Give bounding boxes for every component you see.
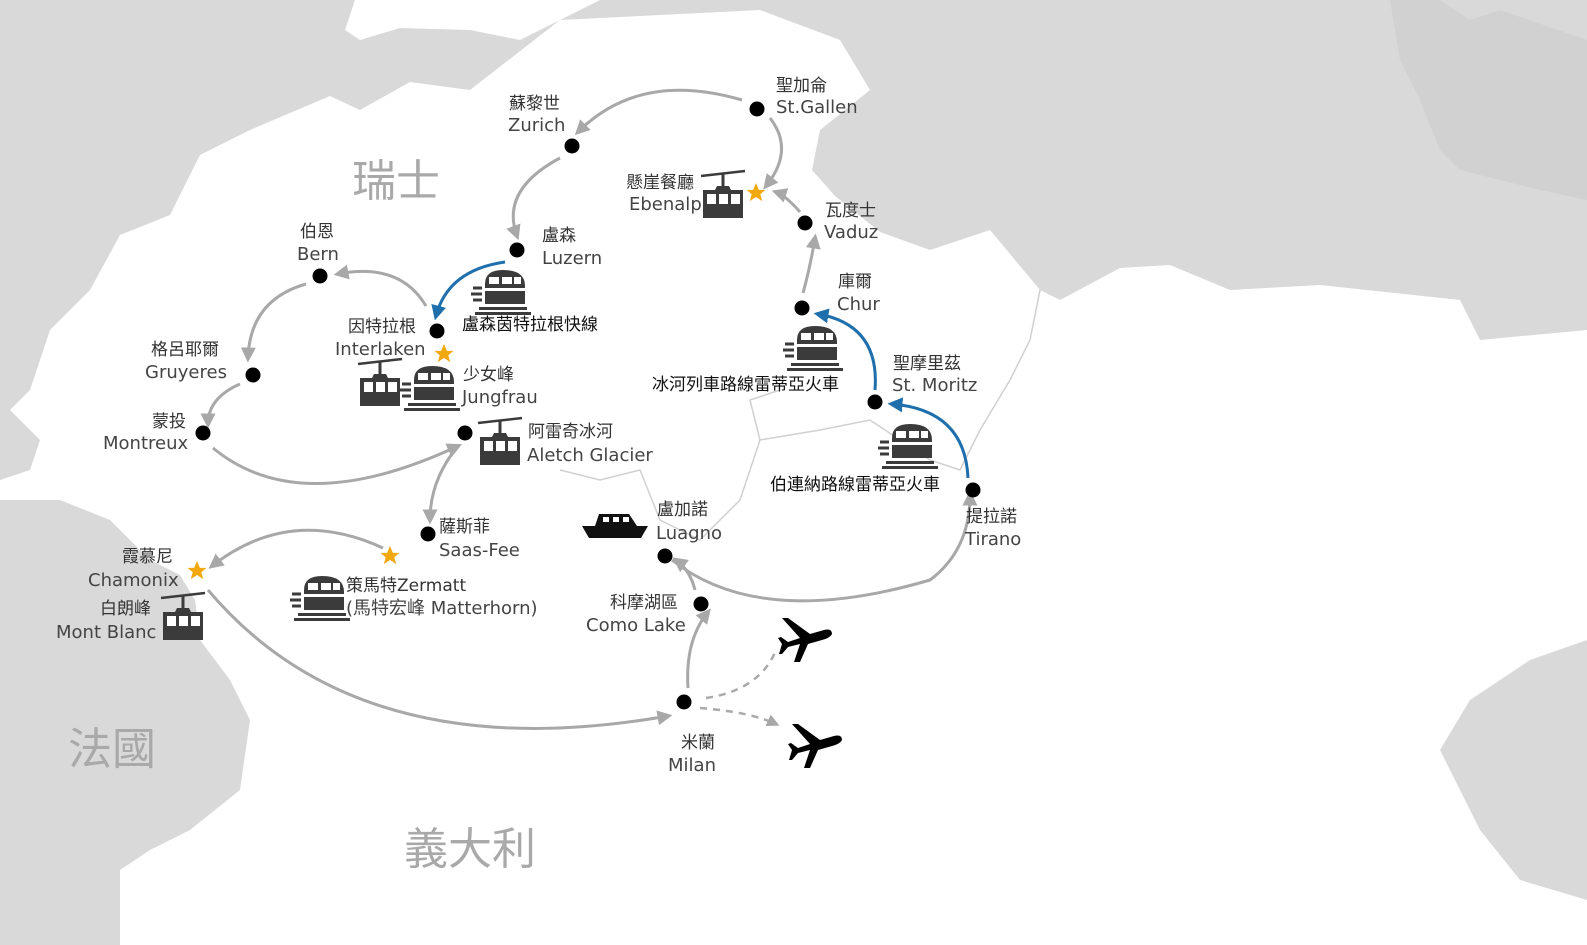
label-milan-en: Milan <box>668 755 716 776</box>
label-luagno-cn: 盧加諾 <box>657 500 708 520</box>
label-luzern-cn: 盧森 <box>542 226 576 246</box>
label-montreux-cn: 蒙投 <box>152 412 186 432</box>
label-stmoritz-cn: 聖摩里茲 <box>893 354 961 374</box>
label-bern-cn: 伯恩 <box>300 222 334 242</box>
label-gruyeres-en: Gruyeres <box>145 362 227 383</box>
label-bernina-express: 伯連納路線雷蒂亞火車 <box>770 475 940 495</box>
rail-route-labels: 盧森茵特拉根快線 冰河列車路線雷蒂亞火車 伯連納路線雷蒂亞火車 <box>462 315 940 495</box>
label-aletsch-cn: 阿雷奇冰河 <box>528 422 613 442</box>
place-labels: 蘇黎世 Zurich 聖加侖 St.Gallen 懸崖餐廳 Ebenalp 瓦度… <box>56 76 1021 776</box>
country-label-france: 法國 <box>68 724 156 775</box>
label-tirano-en: Tirano <box>964 529 1021 550</box>
label-stgallen-cn: 聖加侖 <box>776 76 827 96</box>
boat-icon <box>582 514 648 538</box>
star-icon <box>380 546 400 565</box>
label-saasfee-en: Saas-Fee <box>439 540 520 561</box>
label-ebenalp-cn: 懸崖餐廳 <box>626 173 694 193</box>
dot-vaduz <box>797 215 813 231</box>
label-chur-cn: 庫爾 <box>838 272 872 292</box>
label-zurich-cn: 蘇黎世 <box>509 94 560 114</box>
star-icon <box>746 183 766 202</box>
airplane-icon <box>788 724 842 768</box>
cable-car-icon <box>356 357 404 408</box>
dot-chur <box>794 300 810 316</box>
train-icon <box>781 324 845 373</box>
star-icon <box>187 561 207 580</box>
label-aletsch-en: Aletch Glacier <box>527 445 653 466</box>
dot-gruyeres <box>245 367 261 383</box>
dot-aletsch <box>457 425 473 441</box>
label-montblanc-en: Mont Blanc <box>56 622 156 643</box>
cable-car-icon <box>476 416 524 467</box>
dot-interlaken <box>429 323 445 339</box>
dot-milan <box>676 694 692 710</box>
airplane-icon <box>778 618 832 662</box>
label-chamonix-en: Chamonix <box>88 570 179 591</box>
label-interlaken-en: Interlaken <box>335 339 426 360</box>
label-bern-en: Bern <box>297 244 339 265</box>
country-label-switzerland: 瑞士 <box>352 156 440 207</box>
dot-luagno <box>657 548 673 564</box>
label-chamonix-cn: 霞慕尼 <box>122 547 173 567</box>
dot-bern <box>312 268 328 284</box>
label-zermatt-en: (馬特宏峰 Matterhorn) <box>346 598 538 619</box>
train-icon <box>469 268 533 317</box>
dot-montreux <box>195 425 211 441</box>
dot-zurich <box>564 138 580 154</box>
label-jungfrau-cn: 少女峰 <box>463 365 514 385</box>
label-luzern-en: Luzern <box>542 248 602 269</box>
label-zermatt-cn: 策馬特Zermatt <box>346 576 466 596</box>
dot-saasfee <box>420 526 436 542</box>
dot-luzern <box>509 242 525 258</box>
label-montreux-en: Montreux <box>103 433 188 454</box>
label-milan-cn: 米蘭 <box>681 733 715 753</box>
dot-stgallen <box>749 101 765 117</box>
label-montblanc-cn: 白朗峰 <box>100 599 151 619</box>
dot-stmoritz <box>867 394 883 410</box>
rail-routes <box>431 260 970 479</box>
cable-car-icon <box>699 169 747 220</box>
label-ebenalp-en: Ebenalp <box>629 194 702 215</box>
label-stgallen-en: St.Gallen <box>776 97 858 118</box>
label-saasfee-cn: 薩斯菲 <box>439 517 490 537</box>
label-vaduz-cn: 瓦度士 <box>825 201 876 221</box>
dot-tirano <box>965 482 981 498</box>
label-stmoritz-en: St. Moritz <box>892 375 977 396</box>
label-chur-en: Chur <box>837 294 880 315</box>
train-icon <box>288 574 352 623</box>
location-dots <box>195 101 981 710</box>
label-zurich-en: Zurich <box>508 115 565 136</box>
label-tirano-cn: 提拉諾 <box>966 507 1017 527</box>
train-icon <box>398 364 462 413</box>
route-lines <box>200 88 978 730</box>
dot-como <box>693 596 709 612</box>
label-golden-pass: 盧森茵特拉根快線 <box>462 315 598 335</box>
country-label-italy: 義大利 <box>404 824 536 875</box>
label-jungfrau-en: Jungfrau <box>461 387 538 408</box>
label-como-en: Como Lake <box>586 615 686 636</box>
label-como-cn: 科摩湖區 <box>610 593 678 613</box>
label-glacier-express: 冰河列車路線雷蒂亞火車 <box>652 375 839 395</box>
label-vaduz-en: Vaduz <box>824 222 878 243</box>
label-luagno-en: Luagno <box>656 523 722 544</box>
star-icon <box>434 344 454 363</box>
label-interlaken-cn: 因特拉根 <box>348 317 416 337</box>
label-gruyeres-cn: 格呂耶爾 <box>151 340 219 360</box>
